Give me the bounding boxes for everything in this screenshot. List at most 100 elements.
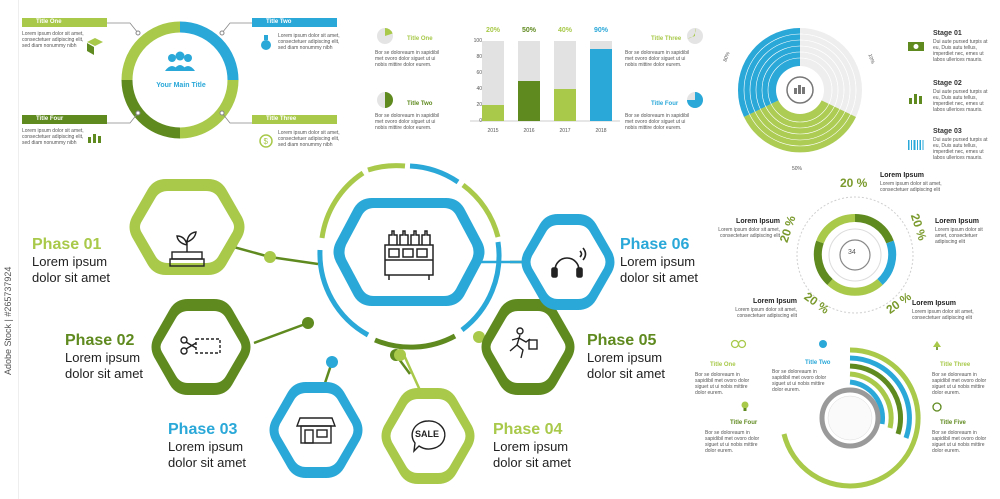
- phase03-line1: Lorem ipsum: [168, 439, 244, 454]
- p5-title-three: Title Three: [940, 362, 971, 368]
- phase06-block: Phase 06 Lorem ipsum dolor sit amet: [620, 236, 698, 286]
- p4-label-top: Lorem Ipsum: [880, 172, 924, 179]
- stage-03-text: Dui aute pursed turpis at eu, Duis autu …: [933, 137, 988, 161]
- p5-text-three: Bor se doloreaum in sapidibil met ovoro …: [932, 372, 987, 396]
- p5-text-one: Bor se doloreaum in sapidibil met ovoro …: [695, 372, 750, 396]
- y-tick-80: 80: [476, 54, 482, 60]
- ring-segment-lime2: [121, 21, 181, 81]
- money-icon: [908, 42, 924, 51]
- x-tick-2015: 2015: [487, 128, 499, 134]
- main-title: Your Main Title: [156, 82, 206, 89]
- bar-2016: [518, 81, 540, 121]
- stock-id: Adobe Stock | #265737924: [3, 266, 13, 375]
- pill-title-three: Title Three: [252, 115, 337, 124]
- p5-text-two: Bor se doloreaum in sapidibil met ovoro …: [772, 369, 827, 393]
- growth-chart-icon: [909, 94, 922, 104]
- stage-icons: [908, 42, 924, 150]
- ring-segment-olive: [121, 79, 181, 139]
- panel4-cycle: [796, 196, 914, 314]
- phase01-line2: dolor sit amet: [32, 270, 111, 285]
- phase05-line1: Lorem ipsum: [587, 350, 663, 365]
- p4-label-bottom-left: Lorem Ipsum: [753, 298, 797, 305]
- phase-diagram: [129, 163, 615, 484]
- pie-title-three: [687, 28, 703, 44]
- text-title-four: Lorem ipsum dolor sit amet, consectetuer…: [22, 128, 84, 146]
- p4-text-left: Lorem ipsum dolor sit amet, consectetuer…: [718, 227, 780, 239]
- sale-label: SALE: [414, 429, 439, 439]
- svg-text:$: $: [264, 137, 269, 146]
- p5-title-four: Title Four: [730, 420, 758, 426]
- p4-label-left: Lorem Ipsum: [736, 218, 780, 225]
- angle-50: 50%: [792, 166, 803, 172]
- bar-label-2015: 20%: [485, 27, 500, 34]
- phase02-line1: Lorem ipsum: [65, 350, 141, 365]
- text-title-three: Lorem ipsum dolor sit amet, consectetuer…: [278, 130, 340, 148]
- phase05-hexagon: [481, 299, 575, 395]
- dollar-icon: $: [259, 134, 273, 148]
- balloons-icon: [730, 339, 747, 349]
- wine-shelf-icon: [384, 230, 434, 280]
- p5-text-five: Bor se doloreaum in sapidibil met ovoro …: [932, 430, 987, 454]
- p4-text-bottom-left: Lorem ipsum dolor sit amet, consectetuer…: [735, 307, 797, 319]
- pie-title-two: [377, 92, 393, 108]
- cycle-center: 34: [848, 249, 856, 256]
- store-icon: [295, 417, 337, 444]
- bar-chart-icon: [88, 134, 101, 143]
- phase05-line2: dolor sit amet: [587, 366, 666, 381]
- p5-title-five: Title Five: [940, 420, 966, 426]
- phase02-line2: dolor sit amet: [65, 366, 144, 381]
- p2-text-two: Bor se doloreaum in sapidibil met ovoro …: [375, 113, 440, 131]
- phase06-title: Phase 06: [620, 236, 690, 253]
- p2-title-two: Title Two: [407, 101, 433, 107]
- bar-label-2017: 40%: [557, 27, 572, 34]
- bar-label-2016: 50%: [521, 27, 536, 34]
- phase01-title: Phase 01: [32, 236, 102, 253]
- pill-title-two: Title Two: [252, 18, 337, 27]
- y-tick-20: 20: [476, 102, 482, 108]
- phase04-hexagon: [381, 388, 475, 484]
- phase02-title: Phase 02: [65, 332, 135, 349]
- phase01-line1: Lorem ipsum: [32, 254, 108, 269]
- p2-text-four: Bor se doloreaum in sapidibil met ovoro …: [625, 113, 690, 131]
- phase03-block: Phase 03 Lorem ipsum dolor sit amet: [168, 421, 246, 471]
- phase06-hexagon: [521, 214, 615, 310]
- pie-title-four: [687, 92, 703, 108]
- ring-segment-lime: [179, 79, 239, 139]
- p2-title-three: Title Three: [651, 36, 682, 42]
- phase02-block: Phase 02 Lorem ipsum dolor sit amet: [65, 332, 143, 382]
- p2-title-four: Title Four: [651, 101, 679, 107]
- clock-icon: [932, 402, 942, 412]
- pct-top: 20 %: [840, 176, 868, 190]
- phase04-block: Phase 04 Lorem ipsum dolor sit amet: [493, 421, 571, 471]
- barcode-icon: [908, 140, 924, 150]
- p2-title-one: Title One: [407, 36, 433, 42]
- x-tick-2016: 2016: [523, 128, 535, 134]
- bar-2015: [482, 105, 504, 121]
- p5-title-one: Title One: [710, 362, 736, 368]
- phase01-hexagon: [129, 179, 245, 275]
- central-hexagon: [333, 198, 485, 306]
- panel1-diagram: $: [87, 21, 273, 148]
- stage-03: Stage 03: [933, 128, 962, 135]
- text-title-one: Lorem ipsum dolor sit amet, consectetuer…: [22, 31, 84, 49]
- x-tick-2017: 2017: [559, 128, 571, 134]
- phase01-block: Phase 01 Lorem ipsum dolor sit amet: [32, 236, 110, 286]
- pie-icon: [819, 340, 827, 348]
- medal-icon: [261, 35, 271, 50]
- team-icon: [165, 51, 195, 71]
- phase04-title: Phase 04: [493, 421, 563, 438]
- p4-text-top: Lorem ipsum dolor sit amet, consectetuer…: [880, 181, 942, 193]
- pill-title-four: Title Four: [22, 115, 107, 124]
- p2-text-one: Bor se doloreaum in sapidibil met ovoro …: [375, 50, 440, 68]
- ring-segment-blue: [179, 21, 239, 81]
- x-tick-2018: 2018: [595, 128, 607, 134]
- bar-label-2018: 90%: [593, 27, 608, 34]
- phase02-hexagon: [151, 299, 251, 395]
- y-tick-100: 100: [473, 38, 482, 44]
- phase03-hexagon: [269, 382, 363, 478]
- lightbulb-icon: [741, 401, 749, 411]
- sale-bubble-icon: [411, 420, 446, 453]
- phase06-line1: Lorem ipsum: [620, 254, 696, 269]
- pill-title-one: Title One: [22, 18, 107, 27]
- p5-title-two: Title Two: [805, 360, 831, 366]
